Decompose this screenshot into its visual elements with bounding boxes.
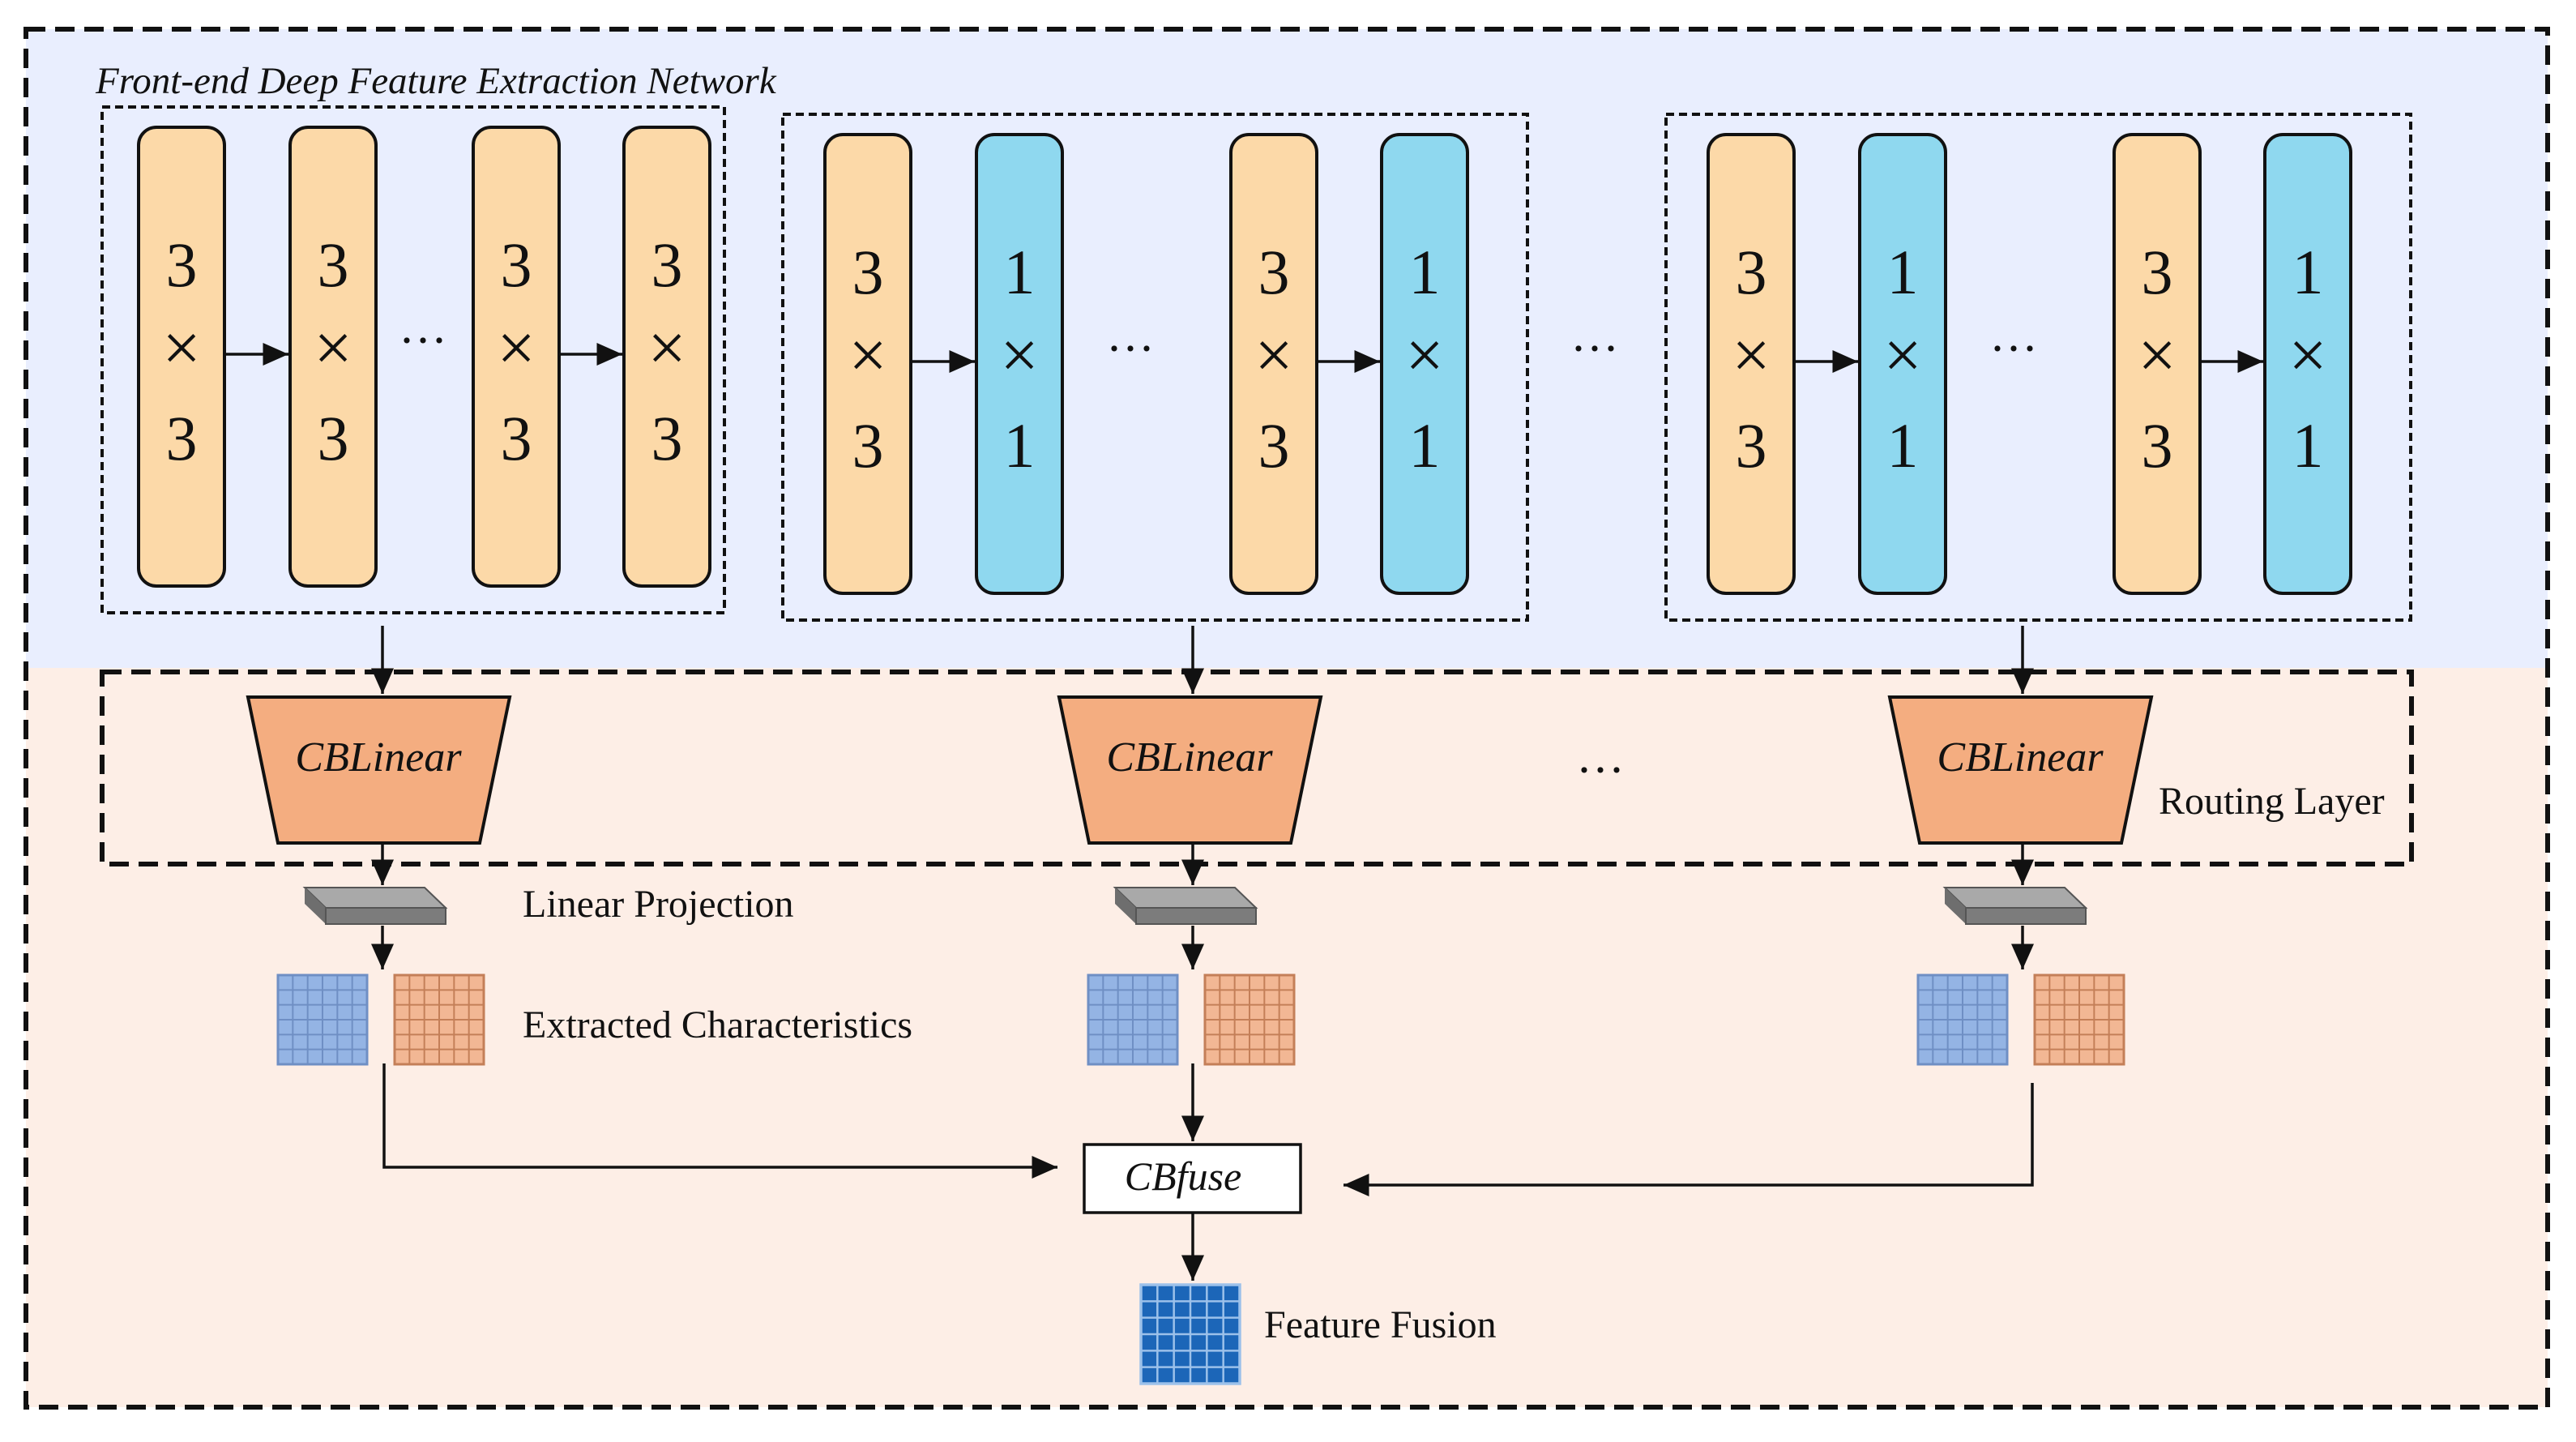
linear-projection-slab-3: [1942, 887, 2088, 925]
kernel-bottom-digit: 1: [1887, 410, 1919, 481]
conv-block-s2-b3: 3 × 3: [1229, 133, 1318, 595]
kernel-bottom-digit: 1: [2292, 410, 2324, 481]
times-symbol: ×: [848, 318, 886, 393]
stage-box-3: [1664, 113, 2412, 622]
cblinear-1: CBLinear: [246, 695, 512, 845]
stage-box-1: [100, 105, 726, 614]
blue-feature-grid-2: [1087, 973, 1179, 1066]
linear-projection-slab-2: [1113, 887, 1258, 925]
times-symbol: ×: [162, 310, 200, 386]
kernel-bottom-digit: 1: [1004, 410, 1036, 481]
kernel-bottom-digit: 3: [2142, 410, 2173, 481]
conv-block-s3-b3: 3 × 3: [2112, 133, 2202, 595]
feature-grids: [276, 973, 2125, 1385]
kernel-bottom-digit: 3: [852, 410, 884, 481]
kernel-bottom-digit: 3: [1258, 410, 1290, 481]
orange-feature-grid-2: [1203, 973, 1296, 1066]
conv-block-s1-b2: 3 × 3: [288, 126, 378, 588]
cblinear-3: CBLinear: [1887, 695, 2154, 845]
kernel-top-digit: 3: [318, 229, 349, 300]
branch-3-to-cbfuse-arrow: [1344, 1083, 2034, 1196]
feature-fusion-label: Feature Fusion: [1264, 1303, 1497, 1346]
conv-block-s3-b4: 1 × 1: [2263, 133, 2352, 595]
conv-block-s2-b4: 1 × 1: [1380, 133, 1469, 595]
orange-feature-grid-1: [393, 973, 485, 1066]
times-symbol: ×: [1000, 318, 1038, 393]
kernel-top-digit: 1: [1409, 237, 1441, 307]
conv-block-s3-b1: 3 × 3: [1707, 133, 1796, 595]
kernel-top-digit: 3: [852, 237, 884, 307]
between-stage-ellipsis: ···: [1570, 322, 1619, 375]
routing-ellipsis: ···: [1576, 743, 1625, 797]
routing-layer-label: Routing Layer: [2159, 780, 2385, 823]
kernel-bottom-digit: 3: [651, 403, 683, 473]
kernel-top-digit: 3: [1258, 237, 1290, 307]
stage-box-2: [781, 113, 1529, 622]
kernel-bottom-digit: 3: [318, 403, 349, 473]
cbfuse-label: CBfuse: [1125, 1153, 1241, 1199]
kernel-bottom-digit: 3: [1736, 410, 1767, 481]
conv-block-s1-b1: 3 × 3: [137, 126, 226, 588]
times-symbol: ×: [647, 310, 686, 386]
linear-projection-slab-1: [302, 887, 448, 925]
feature-fusion-grid: [1139, 1283, 1241, 1385]
stage-3-ellipsis: ···: [1989, 322, 2038, 375]
conv-block-s1-b4: 3 × 3: [622, 126, 711, 588]
kernel-top-digit: 3: [651, 229, 683, 300]
extracted-characteristics-label: Extracted Characteristics: [523, 1003, 912, 1046]
network-title: Front-end Deep Feature Extraction Networ…: [95, 60, 777, 102]
stage-2-ellipsis: ···: [1106, 322, 1155, 375]
blue-feature-grid-1: [276, 973, 369, 1066]
times-symbol: ×: [497, 310, 535, 386]
times-symbol: ×: [1732, 318, 1770, 393]
conv-block-s2-b2: 1 × 1: [975, 133, 1064, 595]
kernel-top-digit: 3: [1736, 237, 1767, 307]
branch-1-to-cbfuse-arrow: [382, 1063, 1057, 1179]
times-symbol: ×: [314, 310, 352, 386]
times-symbol: ×: [1883, 318, 1921, 393]
times-symbol: ×: [1405, 318, 1443, 393]
cblinear-3-label: CBLinear: [1937, 734, 2104, 781]
kernel-top-digit: 1: [1887, 237, 1919, 307]
kernel-bottom-digit: 3: [501, 403, 532, 473]
times-symbol: ×: [1254, 318, 1292, 393]
conv-blocks: 3 × 3 3 × 3 3 × 3 3 × 3 3 × 3 1 × 1 3 × 3 1 × 1 3 × 3 1 × 1 3 × 3 1 × 1: [137, 126, 2352, 595]
times-symbol: ×: [2288, 318, 2326, 393]
outer-border: [23, 27, 2550, 1410]
kernel-bottom-digit: 3: [166, 403, 198, 473]
orange-feature-grid-3: [2033, 973, 2125, 1066]
linear-projection-label: Linear Projection: [523, 883, 794, 926]
cblinear-1-label: CBLinear: [295, 734, 462, 781]
blue-feature-grid-3: [1916, 973, 2009, 1066]
kernel-top-digit: 3: [166, 229, 198, 300]
cbfuse-block: CBfuse: [1083, 1143, 1302, 1214]
kernel-top-digit: 3: [2142, 237, 2173, 307]
kernel-top-digit: 1: [1004, 237, 1036, 307]
kernel-top-digit: 1: [2292, 237, 2324, 307]
kernel-bottom-digit: 1: [1409, 410, 1441, 481]
conv-block-s3-b2: 1 × 1: [1858, 133, 1947, 595]
cblinear-2: CBLinear: [1057, 695, 1323, 845]
conv-block-s2-b1: 3 × 3: [823, 133, 912, 595]
routing-layer-box: [100, 670, 2414, 866]
cblinear-2-label: CBLinear: [1106, 734, 1273, 781]
kernel-top-digit: 3: [501, 229, 532, 300]
times-symbol: ×: [2138, 318, 2176, 393]
conv-block-s1-b3: 3 × 3: [472, 126, 561, 588]
stage-1-ellipsis: ···: [399, 314, 447, 367]
